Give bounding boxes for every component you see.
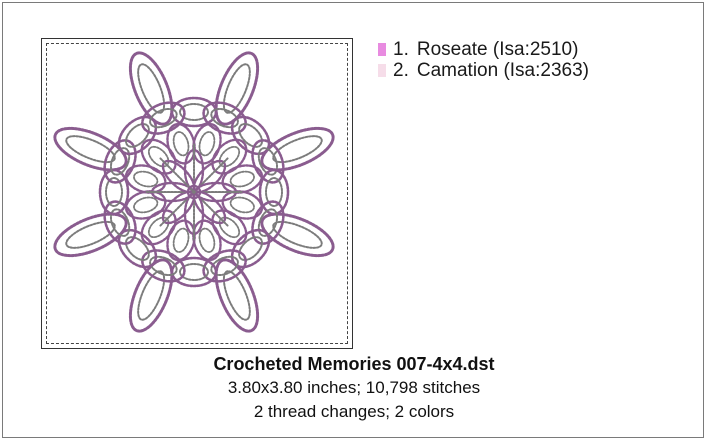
design-card: 1. Roseate (Isa:2510) 2. Camation (Isa:2… [2, 2, 704, 438]
design-preview[interactable] [41, 38, 353, 349]
thread-name: Roseate (Isa:2510) [416, 38, 579, 60]
thread-item-1: 1. Roseate (Isa:2510) [378, 39, 589, 60]
thread-color-swatch-2 [378, 64, 386, 77]
hoop-boundary [46, 43, 348, 344]
thread-number: 2. [393, 59, 409, 81]
thread-number: 1. [393, 38, 409, 60]
thread-legend: 1. Roseate (Isa:2510) 2. Camation (Isa:2… [378, 39, 589, 81]
design-size-stitches: 3.80x3.80 inches; 10,798 stitches [227, 378, 481, 397]
thread-name: Camation (Isa:2363) [416, 59, 590, 81]
thread-color-swatch-1 [378, 43, 386, 56]
embroidery-design-image [53, 51, 335, 333]
design-title: Crocheted Memories 007-4x4.dst [213, 354, 495, 374]
design-thread-changes: 2 thread changes; 2 colors [253, 402, 455, 421]
thread-item-2: 2. Camation (Isa:2363) [378, 60, 589, 81]
